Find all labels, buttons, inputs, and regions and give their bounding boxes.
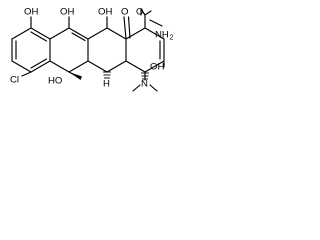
bond — [87, 60, 108, 73]
bond — [106, 27, 127, 40]
bond — [11, 60, 32, 73]
ring-d-bonds — [125, 27, 165, 73]
ring-c-bonds — [87, 27, 127, 73]
oxo-top-right-label: O — [136, 7, 143, 18]
wedge-bond — [69, 72, 82, 80]
oxo-top-label: O — [121, 7, 128, 18]
bond — [125, 27, 146, 40]
amide-label: NH — [155, 30, 169, 41]
bond — [11, 27, 32, 40]
chemical-structure-diagram: OH OH OH O O NH 2 OH Cl HO H N — [10, 7, 174, 92]
bond — [127, 16, 131, 39]
bond — [125, 60, 146, 73]
bond — [68, 27, 89, 40]
bond — [123, 16, 127, 40]
bond — [144, 10, 152, 16]
oh-top-center-label: OH — [60, 7, 74, 18]
bond — [30, 60, 51, 73]
bond — [49, 60, 70, 73]
n-bottom-label: N — [141, 79, 148, 90]
amide-subscript: 2 — [170, 35, 174, 42]
oh-top-left-label: OH — [24, 7, 38, 18]
bond — [68, 60, 89, 73]
bond — [106, 60, 127, 73]
bond — [132, 84, 141, 92]
bond — [87, 27, 108, 40]
bond — [140, 8, 146, 16]
bond — [30, 58, 48, 69]
oh-right-label: OH — [150, 62, 164, 73]
oh-top-right-label: OH — [98, 7, 112, 18]
cl-label: Cl — [10, 75, 19, 86]
ho-bottom-label: HO — [48, 76, 62, 87]
bond — [71, 32, 86, 42]
bond — [49, 27, 70, 40]
bond — [149, 19, 163, 27]
ring-b-bonds — [49, 27, 89, 73]
bond — [21, 71, 32, 77]
bond — [30, 31, 48, 42]
bond — [144, 27, 165, 40]
dash-wedge-bond — [141, 72, 149, 80]
bond — [149, 84, 158, 92]
bond — [144, 60, 165, 73]
bond — [30, 27, 51, 40]
h-bottom-label: H — [103, 79, 110, 90]
ring-a-bonds — [11, 27, 51, 73]
